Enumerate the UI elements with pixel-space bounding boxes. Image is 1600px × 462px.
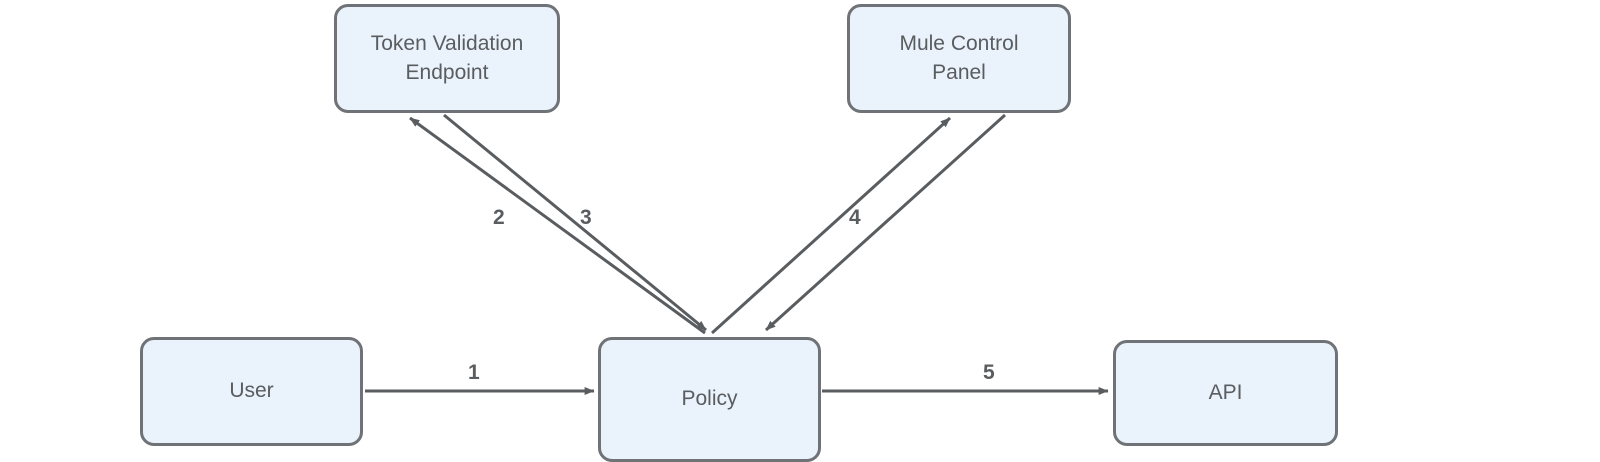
- node-label: User: [229, 379, 274, 403]
- edge-3-line: [443, 113, 707, 332]
- edge-label-4: 4: [849, 206, 861, 229]
- edge-label-1: 1: [468, 361, 480, 384]
- node-label: Policy: [681, 387, 738, 411]
- node-label: Token Validation Endpoint: [370, 31, 524, 84]
- edge-label-2: 2: [493, 206, 505, 229]
- node-token-validation-endpoint[interactable]: Token Validation Endpoint: [334, 4, 560, 113]
- node-mule-control-panel[interactable]: Mule Control Panel: [847, 4, 1071, 113]
- edge-4-return-line: [764, 113, 1007, 332]
- edge-label-5: 5: [983, 361, 995, 384]
- edge-2-line: [409, 116, 706, 335]
- node-label: Mule Control Panel: [899, 31, 1019, 84]
- node-policy[interactable]: Policy: [598, 337, 821, 462]
- node-api[interactable]: API: [1113, 340, 1338, 446]
- node-label: API: [1208, 380, 1243, 404]
- edge-label-3: 3: [580, 206, 592, 229]
- edge-4-line: [710, 116, 952, 335]
- node-user[interactable]: User: [140, 337, 363, 446]
